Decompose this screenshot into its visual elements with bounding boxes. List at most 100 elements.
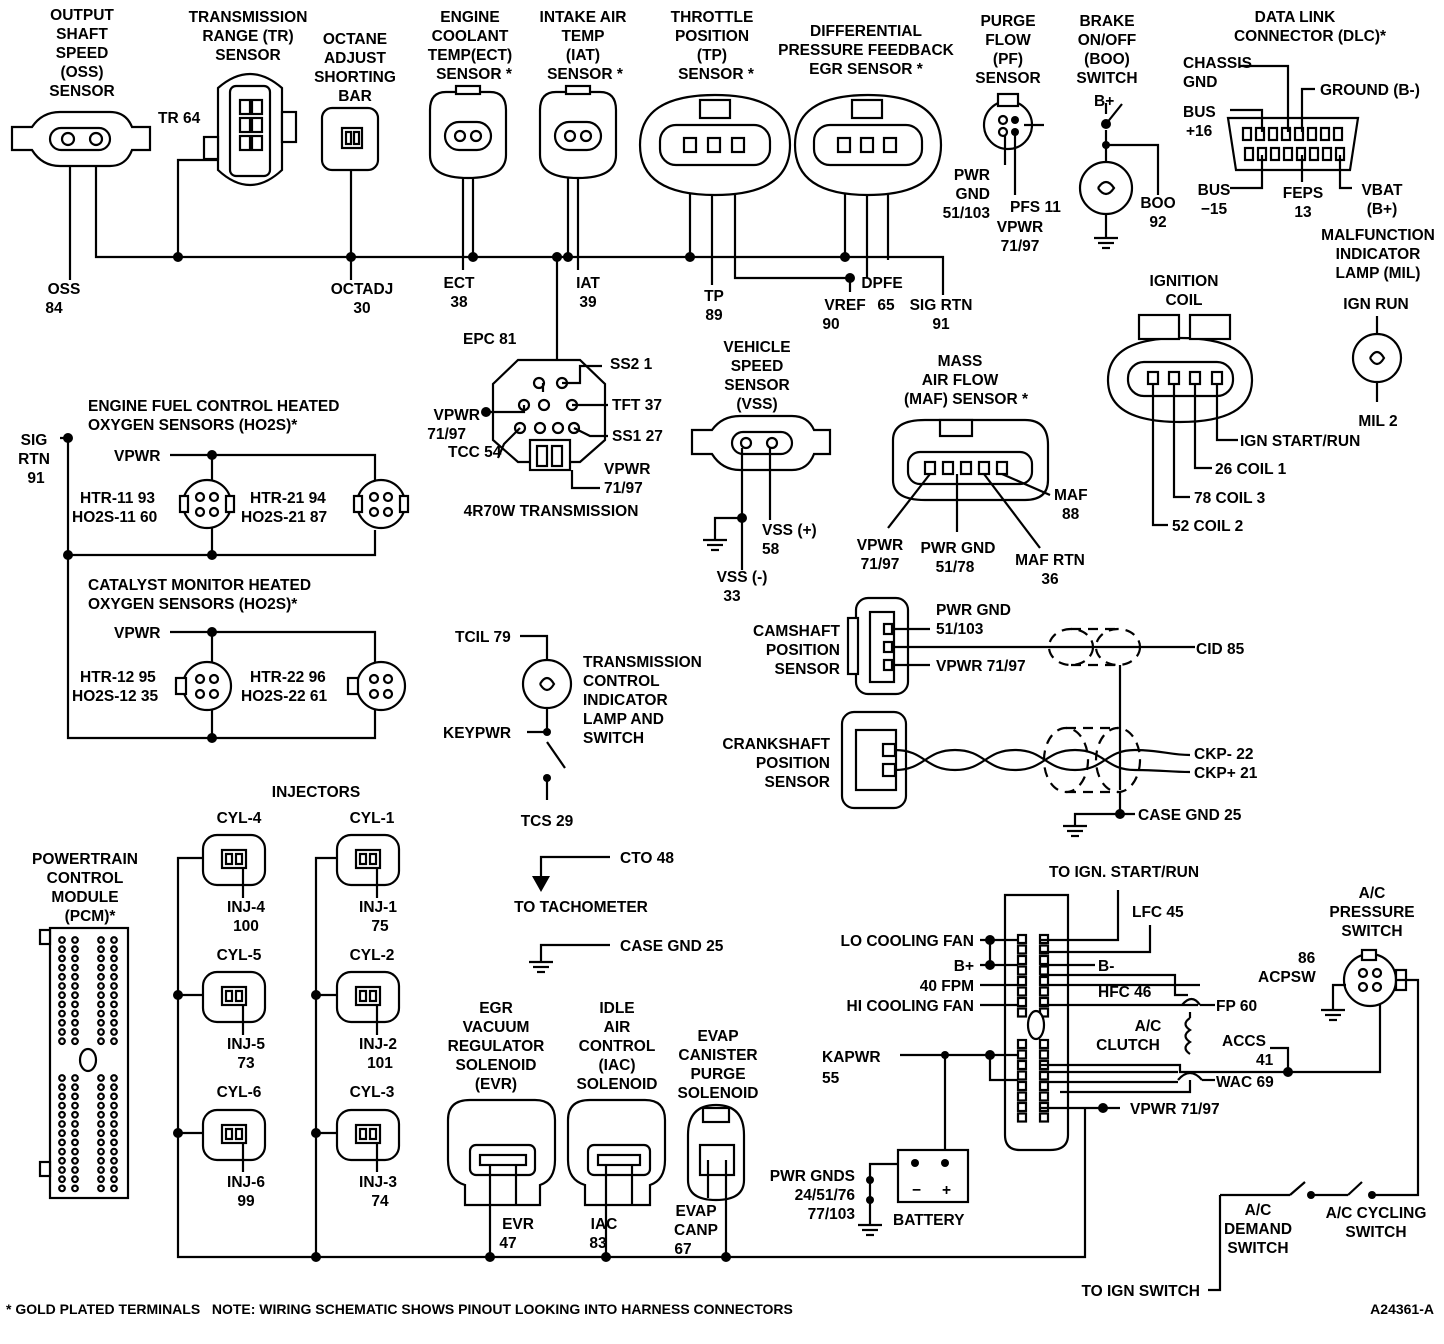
svg-text:33: 33: [723, 588, 741, 605]
svg-text:CID 85: CID 85: [1196, 641, 1245, 658]
pcm-pin: [71, 1120, 79, 1128]
pcm-pin: [97, 1147, 105, 1156]
svg-text:75: 75: [371, 918, 389, 935]
ho2s-connector-11: [178, 478, 236, 530]
svg-text:PRESSURE: PRESSURE: [1329, 904, 1414, 921]
svg-text:OXYGEN SENSORS (HO2S)*: OXYGEN SENSORS (HO2S)*: [88, 417, 298, 434]
svg-text:CASE GND 25: CASE GND 25: [1138, 807, 1242, 824]
top-pin-labels: TR 64 OSS 84 OCTADJ 30 ECT 38 IAT 39 TP …: [45, 55, 1420, 333]
svg-text:71/97: 71/97: [861, 556, 900, 573]
boo-title: BRAKE ON/OFF (BOO) SWITCH: [1076, 13, 1137, 87]
pcm-pin: [71, 1018, 79, 1027]
svg-text:COOLANT: COOLANT: [432, 28, 509, 45]
svg-text:B+: B+: [1094, 93, 1114, 110]
pcm-pin: [97, 982, 105, 990]
solenoid-labels: EGR VACUUM REGULATOR SOLENOID (EVR) EVR …: [448, 1000, 759, 1258]
svg-text:PWR: PWR: [954, 167, 990, 184]
evr-solenoid: [446, 1098, 557, 1262]
fan-relay-module: [900, 890, 1382, 1152]
pcm-pin: [97, 1037, 105, 1046]
ho2s-labels: SIG RTN 91 ENGINE FUEL CONTROL HEATED OX…: [18, 398, 339, 705]
svg-text:VREF: VREF: [824, 297, 865, 314]
svg-text:KAPWR: KAPWR: [822, 1049, 881, 1066]
svg-text:13: 13: [1294, 204, 1312, 221]
svg-text:COIL: COIL: [1165, 292, 1202, 309]
svg-text:B-: B-: [1098, 958, 1114, 975]
svg-text:LAMP AND: LAMP AND: [583, 711, 664, 728]
vss-connector: [690, 414, 832, 570]
svg-text:TEMP(ECT): TEMP(ECT): [428, 47, 512, 64]
pcm-pin: [58, 972, 66, 981]
svg-text:74: 74: [371, 1193, 389, 1210]
svg-text:71/97: 71/97: [604, 480, 643, 497]
injector-wiring: [173, 856, 1120, 1262]
pcm-pin: [110, 1110, 118, 1119]
svg-text:DATA LINK: DATA LINK: [1255, 9, 1336, 26]
pcm-pin: [71, 1000, 79, 1009]
svg-text:HI COOLING FAN: HI COOLING FAN: [847, 998, 974, 1015]
svg-text:ON/OFF: ON/OFF: [1078, 32, 1137, 49]
crankshaft-sensor: [840, 710, 1191, 838]
svg-text:A24361-A: A24361-A: [1370, 1301, 1434, 1317]
svg-text:CYL-2: CYL-2: [350, 947, 395, 964]
svg-text:MASS: MASS: [938, 353, 983, 370]
svg-text:EVAP: EVAP: [697, 1028, 738, 1045]
pcm-pin: [97, 1074, 105, 1082]
svg-text:A/C: A/C: [1359, 885, 1386, 902]
svg-text:86: 86: [1298, 950, 1316, 967]
pcm-pin: [71, 1166, 79, 1174]
injector-cyl-6: [201, 1108, 267, 1172]
ignition-coil: [1106, 313, 1254, 527]
svg-text:SOLENOID: SOLENOID: [456, 1057, 537, 1074]
iat-title: INTAKE AIR TEMP (IAT) SENSOR *: [540, 9, 627, 83]
ho2s-connector-22: [346, 660, 407, 712]
pcm-pin: [58, 1120, 66, 1128]
svg-text:PWR GND: PWR GND: [921, 540, 996, 557]
svg-text:HTR-12 95: HTR-12 95: [80, 669, 156, 686]
svg-text:MIL 2: MIL 2: [1358, 413, 1397, 430]
acp-switch: [1321, 948, 1420, 1197]
battery: [858, 1148, 970, 1237]
svg-text:CONTROL: CONTROL: [579, 1038, 656, 1055]
evap-solenoid: [686, 1103, 746, 1262]
svg-text:KEYPWR: KEYPWR: [443, 725, 511, 742]
pcm-pin: [110, 1000, 118, 1009]
pcm-pin: [58, 1092, 66, 1101]
svg-text:ADJUST: ADJUST: [324, 50, 387, 67]
svg-text:TEMP: TEMP: [561, 28, 604, 45]
svg-text:+16: +16: [1186, 123, 1213, 140]
svg-text:SWITCH: SWITCH: [583, 730, 644, 747]
svg-text:INDICATOR: INDICATOR: [1336, 246, 1421, 263]
relay-pin: [1016, 1059, 1028, 1071]
svg-text:(IAC): (IAC): [598, 1057, 635, 1074]
svg-text:GND: GND: [956, 186, 990, 203]
svg-text:DPFE: DPFE: [861, 275, 902, 292]
pcm-pin: [71, 945, 79, 954]
svg-text:CYL-3: CYL-3: [350, 1084, 395, 1101]
mil-lamp: [1351, 316, 1403, 402]
pcm-pin: [71, 1175, 79, 1184]
svg-text:SPEED: SPEED: [731, 358, 784, 375]
svg-text:BUS: BUS: [1183, 104, 1216, 121]
pcm-pin: [58, 1147, 66, 1156]
svg-text:A/C CYCLING: A/C CYCLING: [1326, 1205, 1427, 1222]
injector-cyl-2: [335, 970, 401, 1035]
relay-pin: [1016, 965, 1028, 976]
svg-text:REGULATOR: REGULATOR: [448, 1038, 545, 1055]
pcm-pin: [97, 1009, 105, 1018]
svg-text:(TP): (TP): [697, 47, 727, 64]
dpfe-connector: [793, 93, 943, 197]
svg-text:OCTADJ: OCTADJ: [331, 281, 394, 298]
pcm-pin: [110, 1074, 118, 1082]
svg-text:HTR-11 93: HTR-11 93: [80, 490, 155, 507]
svg-text:HFC 46: HFC 46: [1098, 984, 1152, 1001]
tcil-labels: TCIL 79 TRANSMISSION CONTROL INDICATOR L…: [443, 629, 702, 830]
svg-text:RANGE (TR): RANGE (TR): [202, 28, 293, 45]
svg-text:MAF: MAF: [1054, 487, 1088, 504]
pcm-pin: [97, 1018, 105, 1027]
svg-text:51/78: 51/78: [936, 559, 975, 576]
tp-title: THROTTLE POSITION (TP) SENSOR *: [671, 9, 755, 83]
pcm-pin: [97, 972, 105, 981]
